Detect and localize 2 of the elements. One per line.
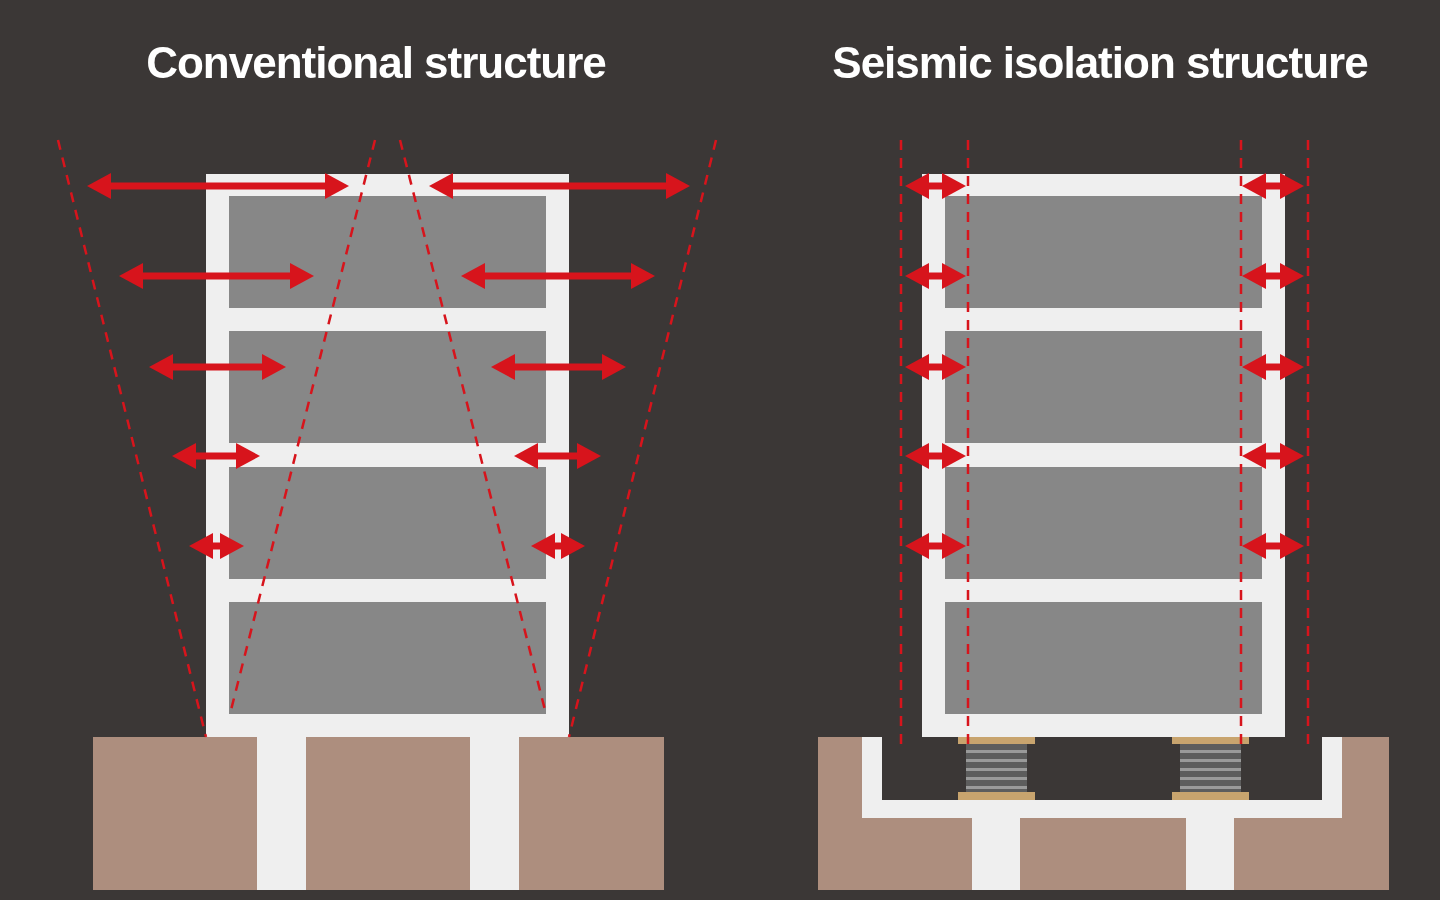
section-heading: Conventional structure — [145, 38, 607, 88]
section-heading: Seismic isolation structure — [831, 38, 1369, 88]
